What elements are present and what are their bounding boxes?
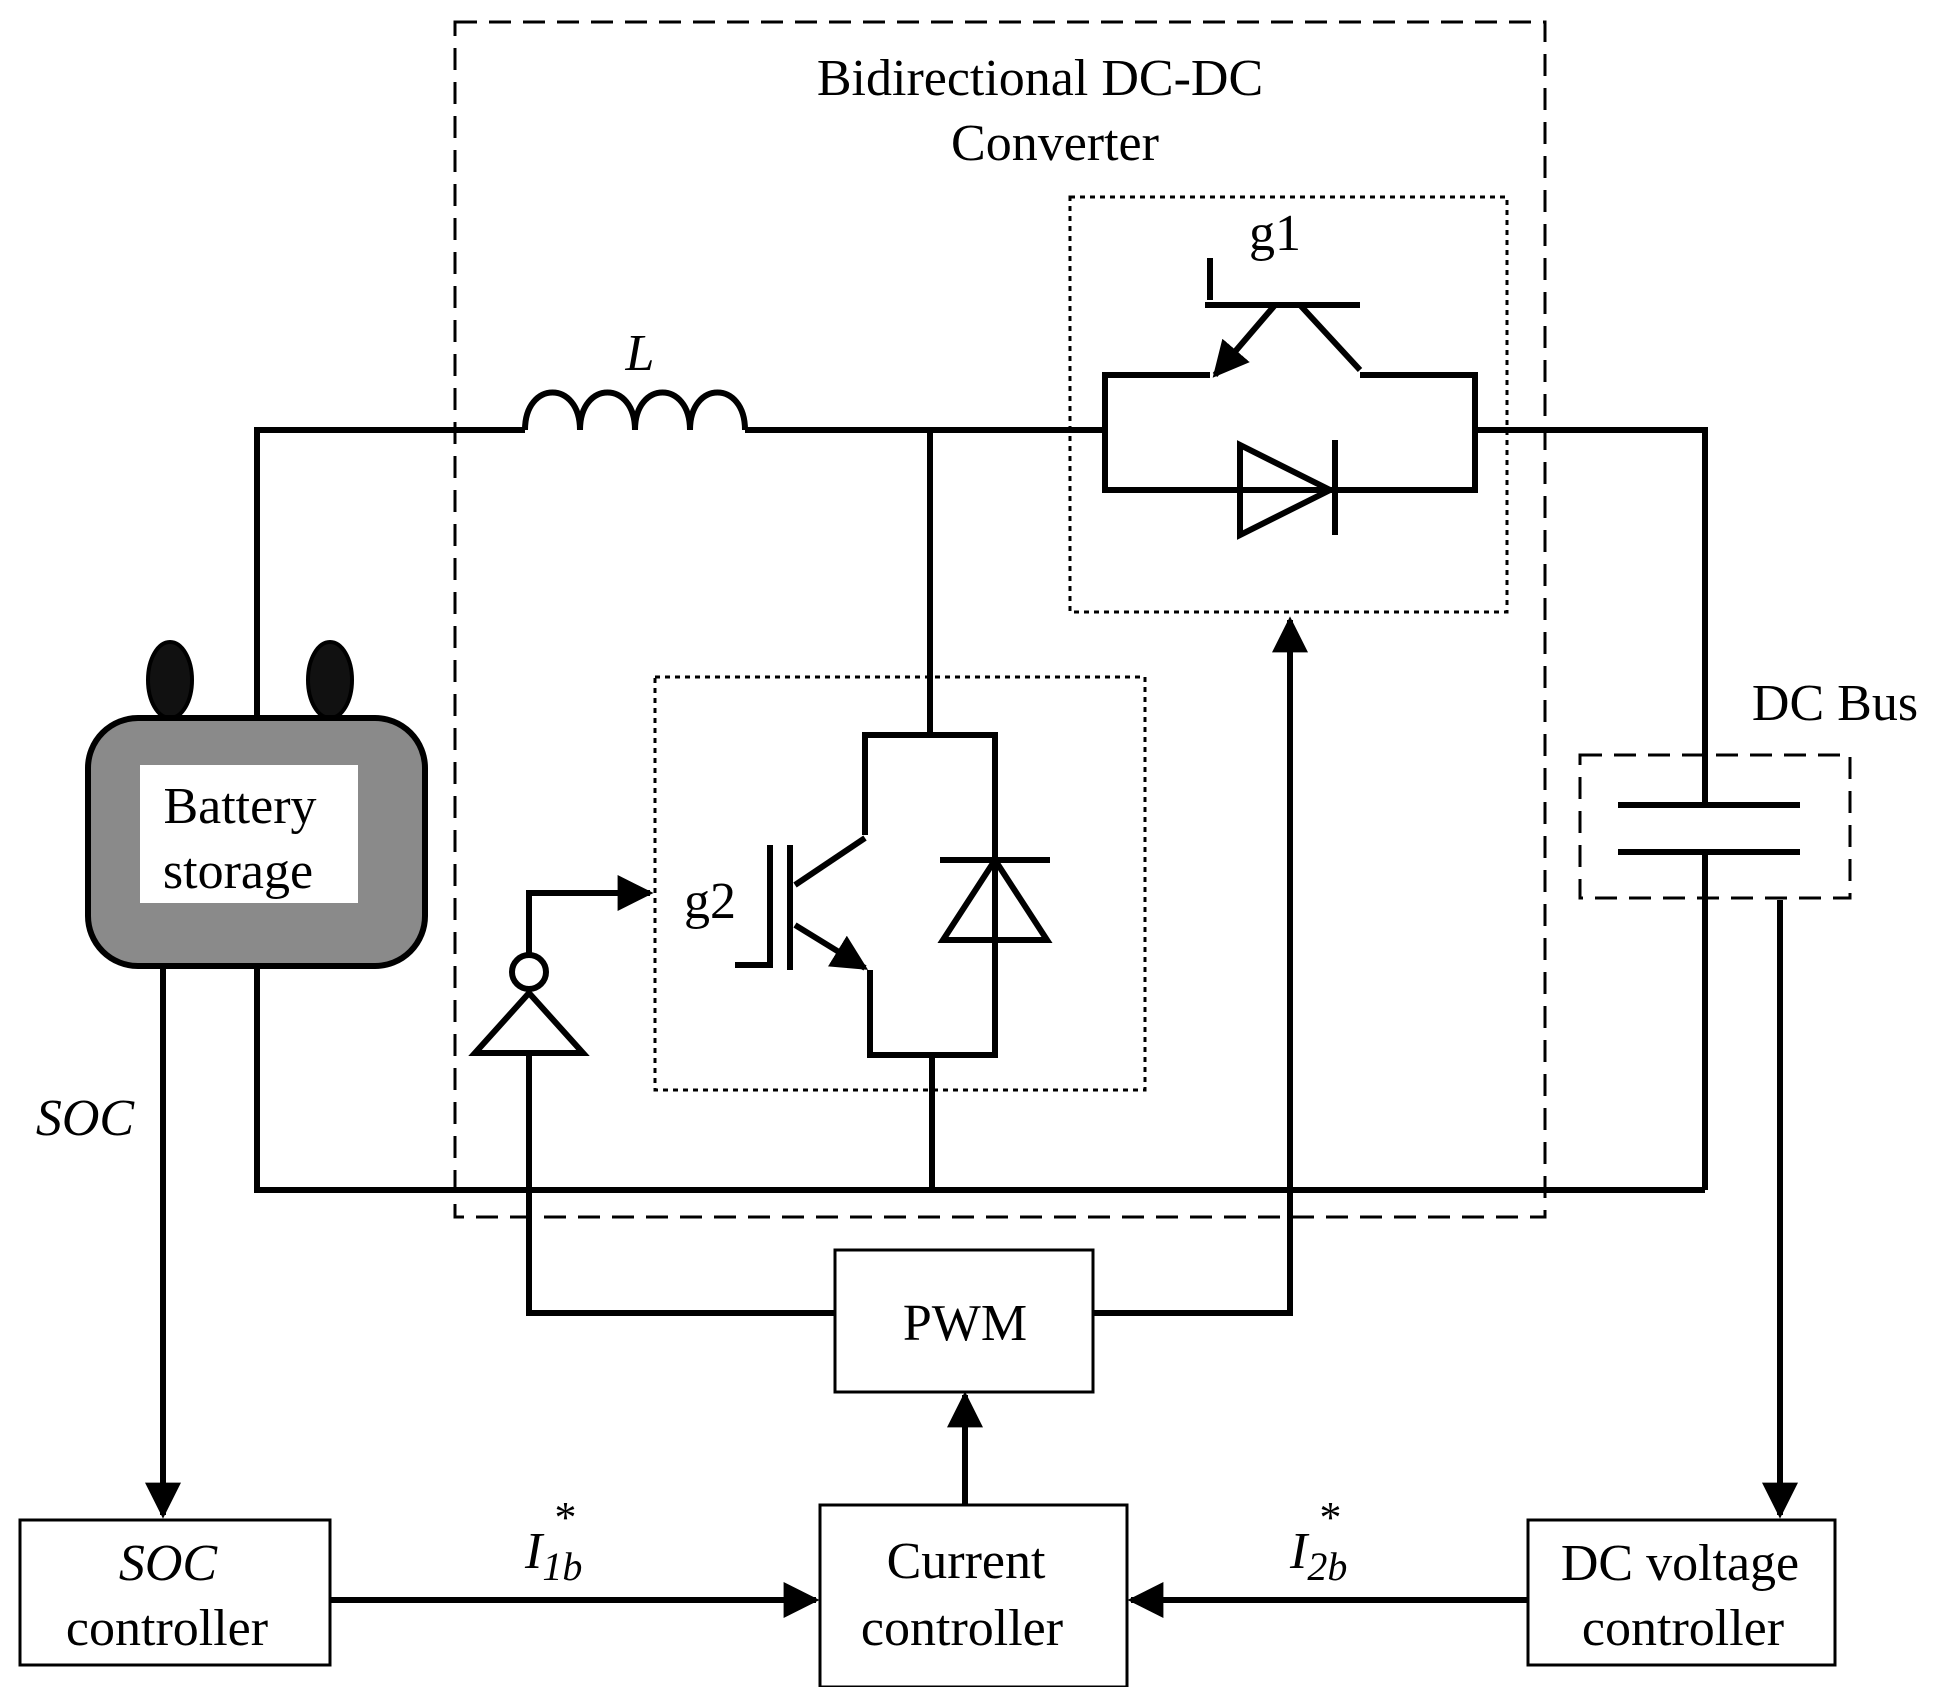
battery-terminal-left — [146, 640, 194, 720]
pwm-label: PWM — [903, 1295, 1027, 1352]
switch1-frame-right — [1360, 372, 1705, 433]
switch1-diode — [1237, 440, 1337, 540]
i2b-label: I2b* — [1289, 1493, 1347, 1589]
current-controller-line2: controller — [861, 1600, 1063, 1657]
inductor-label: L — [625, 325, 655, 382]
switch2-label: g2 — [684, 873, 736, 930]
dc-voltage-controller-line2: controller — [1582, 1600, 1784, 1657]
switch2-frame — [862, 732, 998, 1058]
dc-voltage-controller-block — [1526, 1518, 1837, 1667]
wire-to-g2 — [526, 875, 654, 955]
switch1-frame — [1102, 372, 1210, 430]
switch1-emitter — [1212, 303, 1278, 378]
switch2-collector — [793, 835, 867, 888]
switch2-boundary — [653, 675, 1147, 1092]
switch2-gate-stub — [735, 845, 773, 968]
soc-controller-line2: controller — [66, 1600, 268, 1657]
wire-battery-positive — [254, 427, 525, 718]
i1b-label: I1b* — [524, 1493, 582, 1589]
dc-bus-label: DC Bus — [1752, 675, 1918, 732]
battery-terminal-right — [306, 640, 354, 720]
wire-pwm-left — [526, 1053, 835, 1316]
soc-controller-block — [18, 1518, 332, 1667]
dc-voltage-controller-line1: DC voltage — [1561, 1535, 1799, 1592]
switch2-emitter — [793, 922, 869, 971]
switch2-diode — [937, 854, 1053, 943]
current-controller-block — [818, 1503, 1129, 1687]
wire-return — [254, 965, 1705, 1193]
switch1-diode-loop — [1102, 430, 1478, 493]
switch1-label: g1 — [1249, 205, 1301, 262]
current-controller-line1: Current — [887, 1533, 1046, 1590]
dc-bus-capacitor-boundary — [1578, 753, 1852, 900]
not-gate-triangle — [468, 988, 590, 1056]
inductor — [522, 389, 748, 431]
battery-label-line2: storage — [163, 843, 313, 900]
battery-label-line1: Battery — [163, 778, 316, 835]
converter-title-line1: Bidirectional DC-DC — [817, 50, 1263, 107]
wire-pwm-right — [1093, 616, 1308, 1316]
converter-title-line2: Converter — [951, 115, 1159, 172]
switch1-collector — [1297, 302, 1363, 373]
not-gate-bubble — [509, 952, 549, 992]
battery-label-bg — [140, 765, 358, 903]
soc-signal-label: SOC — [36, 1090, 136, 1147]
converter-boundary — [453, 20, 1547, 1219]
switch1-boundary — [1068, 195, 1509, 614]
soc-controller-line1: SOC — [119, 1535, 219, 1592]
